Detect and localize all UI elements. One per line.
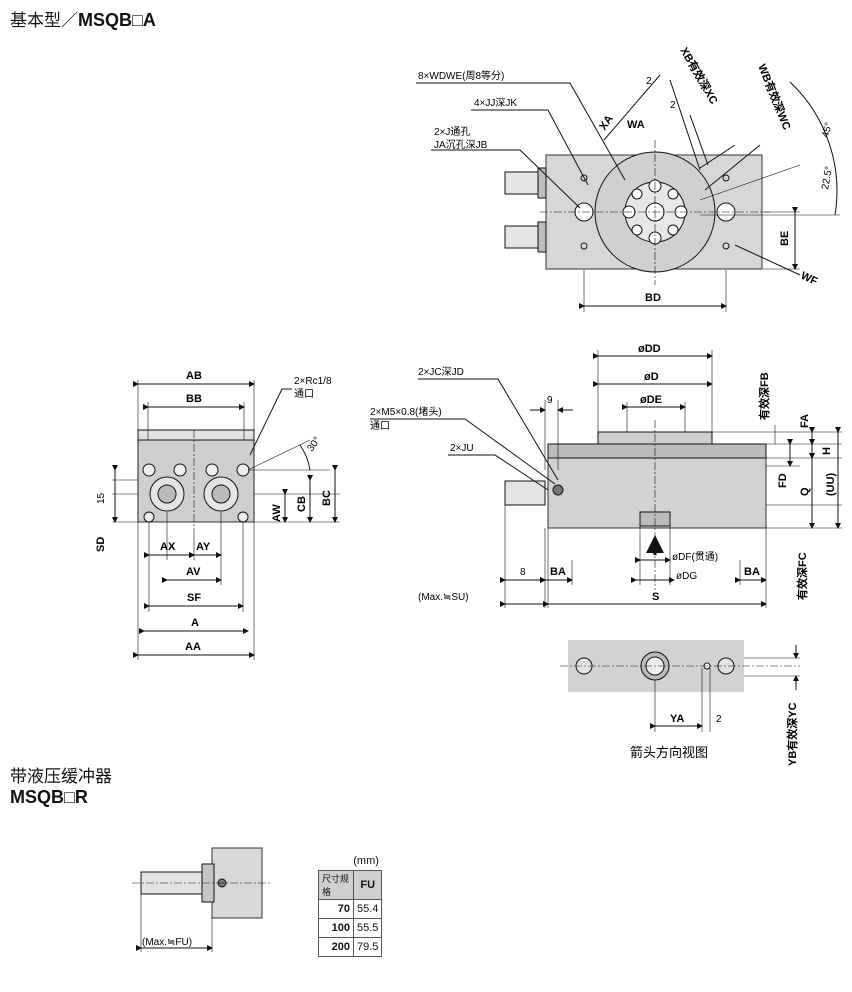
- label-jc: 2×JC深JD: [418, 366, 464, 378]
- label-dd: øDD: [638, 343, 661, 355]
- label-wa: WA: [627, 119, 645, 131]
- label-15: 15: [96, 492, 107, 504]
- label-d: øD: [644, 371, 659, 383]
- title-basic-model: MSQB□A: [78, 10, 156, 30]
- label-max-su: (Max.≒SU): [418, 592, 469, 603]
- table-header-size: 尺寸规格: [318, 870, 354, 900]
- label-max-fu: (Max.≒FU): [142, 937, 192, 948]
- table-row: 200 79.5: [318, 937, 383, 957]
- label-wb: WB有效深WC: [755, 62, 794, 132]
- label-aw: AW: [271, 504, 283, 522]
- label-ay: AY: [196, 541, 211, 553]
- label-jj: 4×JJ深JK: [474, 97, 517, 109]
- arrow-view: [560, 640, 800, 732]
- label-ab: AB: [186, 370, 202, 382]
- label-aa: AA: [185, 641, 201, 653]
- title-damper-model: MSQB□R: [10, 787, 88, 807]
- arrow-view-caption: 箭头方向视图: [630, 745, 708, 760]
- label-bd: BD: [645, 292, 661, 304]
- table-row: 70 55.4: [318, 899, 383, 919]
- label-dg: øDG: [676, 571, 697, 582]
- label-45: 45°: [820, 121, 835, 138]
- label-fb: 有效深FB: [757, 372, 771, 420]
- title-damper: 带液压缓冲器 MSQB□R: [10, 762, 112, 808]
- label-tongkou-front: 通口: [370, 420, 390, 432]
- table-fu-cell: 55.5: [352, 918, 383, 938]
- label-fd: FD: [777, 473, 789, 488]
- damper-view: [132, 847, 270, 952]
- label-m5: 2×M5×0.8(堵头): [370, 405, 442, 418]
- label-22: 22.5°: [820, 165, 835, 190]
- table-header-fu: FU: [352, 870, 383, 900]
- label-sd: SD: [95, 537, 107, 552]
- label-ax: AX: [160, 541, 176, 553]
- label-wd: 8×WDWE(周8等分): [418, 69, 504, 82]
- label-ja: JA沉孔深JB: [434, 138, 488, 151]
- label-s: S: [652, 591, 659, 603]
- label-a: A: [191, 617, 199, 629]
- table-fu-cell: 55.4: [352, 899, 383, 919]
- title-basic: 基本型／MSQB□A: [10, 6, 156, 31]
- label-rc: 2×Rc1/8: [294, 376, 332, 387]
- label-ya: YA: [670, 713, 684, 725]
- label-two-ya: 2: [716, 714, 722, 725]
- label-sf: SF: [187, 592, 201, 604]
- table-size-cell: 100: [318, 918, 354, 938]
- label-bb: BB: [186, 393, 202, 405]
- label-uu: (UU): [825, 472, 837, 496]
- label-df: øDF(贯通): [672, 551, 718, 563]
- fu-table: (mm) 尺寸规格 FU 70 55.4 100 55.5 200 79.5: [318, 852, 383, 957]
- label-wf: WF: [799, 270, 820, 288]
- label-tongkou-side: 通口: [294, 388, 314, 400]
- label-30: 30°: [305, 435, 323, 454]
- label-de: øDE: [640, 394, 662, 406]
- title-damper-line1: 带液压缓冲器: [10, 767, 112, 787]
- label-xb: XB有效深XC: [677, 45, 721, 107]
- label-9: 9: [547, 395, 553, 406]
- label-av: AV: [186, 566, 201, 578]
- table-size-cell: 70: [318, 899, 354, 919]
- label-cb: CB: [296, 496, 308, 512]
- label-j: 2×J通孔: [434, 126, 470, 138]
- label-fa: FA: [799, 414, 811, 428]
- label-ba-left: BA: [550, 566, 566, 578]
- side-view: [112, 380, 340, 660]
- label-q: Q: [799, 487, 811, 496]
- title-basic-prefix: 基本型／: [10, 11, 78, 31]
- table-fu-cell: 79.5: [352, 937, 383, 957]
- label-be: BE: [779, 231, 791, 246]
- label-yb: YB有效深YC: [785, 702, 799, 766]
- label-ba-right: BA: [744, 566, 760, 578]
- front-view-labels: øDD øD øDE 2×JC深JD 2×M5×0.8(堵头) 通口 2×JU …: [370, 343, 837, 603]
- front-view: [370, 350, 842, 608]
- label-h: H: [821, 447, 833, 455]
- table-unit: (mm): [353, 855, 379, 867]
- label-8: 8: [520, 567, 526, 578]
- label-two-a: 2: [646, 76, 652, 87]
- label-bc: BC: [321, 490, 333, 506]
- label-ju: 2×JU: [450, 443, 474, 454]
- table-size-cell: 200: [318, 937, 354, 957]
- label-fc: 有效深FC: [795, 552, 809, 600]
- table-row: 100 55.5: [318, 918, 383, 938]
- label-two-b: 2: [670, 100, 676, 111]
- arrow-view-labels: YA 2 YB有效深YC 箭头方向视图: [630, 702, 799, 766]
- top-view: [416, 74, 840, 312]
